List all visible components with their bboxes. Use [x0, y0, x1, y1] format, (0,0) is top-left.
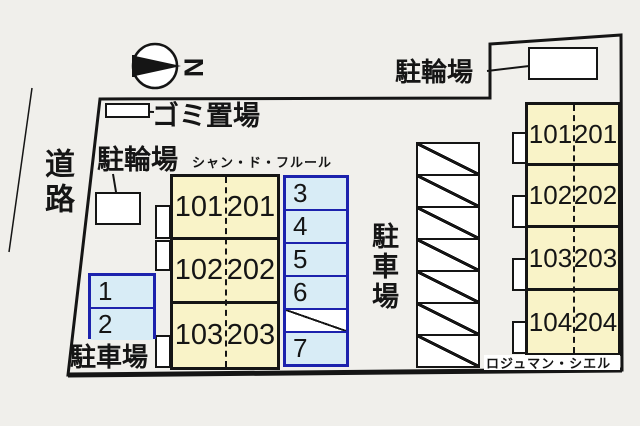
right-building: 101 201 102 202 103 203 104 204	[525, 102, 621, 356]
right-building-name-band	[484, 355, 620, 370]
room-number: 201	[226, 190, 276, 223]
left-building-name: シャン・ド・フルール	[192, 155, 333, 170]
parking-column-3-7: 3 4 5 6 7	[283, 175, 349, 367]
compass-north-icon	[131, 42, 181, 90]
compass-north-label: N	[178, 57, 209, 78]
room-number: 202	[226, 254, 276, 286]
parking-column-1-2: 1 2	[88, 273, 156, 340]
hatched-cell	[418, 144, 478, 176]
room-number: 202	[573, 180, 618, 210]
garbage-area-rect	[105, 103, 150, 118]
room-number: 204	[573, 306, 618, 337]
room-number: 101	[528, 118, 573, 149]
hatched-cell	[418, 208, 478, 240]
room-number: 203	[226, 319, 276, 351]
hatched-cell	[418, 240, 478, 272]
parking-lot-center-label: 駐車場	[368, 222, 398, 312]
room-number: 102	[528, 180, 573, 210]
hatched-cell	[418, 304, 478, 336]
parking-lot-bottom-left-label: 駐車場	[70, 342, 149, 372]
garbage-area-label: ゴミ置場	[152, 101, 260, 131]
room-number: 103	[174, 319, 224, 351]
room-row: 103 203	[173, 304, 277, 367]
parking-space-2: 2	[91, 309, 153, 340]
entry-porch	[155, 205, 171, 239]
parking-space-7: 7	[286, 333, 346, 364]
room-number: 104	[528, 306, 573, 337]
bicycle-parking-left-rect	[95, 192, 141, 225]
left-building: 101 201 102 202 103 203	[170, 174, 280, 370]
parking-space-6: 6	[286, 277, 346, 310]
parking-space-4: 4	[286, 211, 346, 244]
unit-divider-dashed-line	[225, 177, 227, 367]
parking-space-3: 3	[286, 178, 346, 211]
parking-space-5: 5	[286, 244, 346, 277]
room-number: 102	[174, 254, 224, 286]
hatched-cell	[418, 336, 478, 366]
hatched-cell	[418, 272, 478, 304]
parking-space-diagonal	[286, 310, 346, 333]
bicycle-parking-right-rect	[528, 47, 598, 80]
room-number: 101	[174, 190, 224, 223]
hatched-parking-strip	[416, 142, 480, 368]
room-number: 203	[573, 242, 618, 273]
parking-space-1: 1	[91, 276, 153, 309]
bicycle-parking-left-label: 駐輪場	[97, 145, 178, 175]
entry-porch	[155, 240, 171, 271]
unit-divider-dashed-line	[573, 105, 575, 353]
room-number: 201	[573, 118, 618, 149]
hatched-cell	[418, 176, 478, 208]
room-number: 103	[528, 242, 573, 273]
bicycle-parking-right-label: 駐輪場	[395, 57, 474, 87]
right-building-name: ロジュマン・シエル	[486, 356, 612, 371]
road-label: 道路	[40, 148, 73, 218]
entry-porch	[155, 335, 171, 368]
room-row: 104 204	[528, 291, 618, 353]
